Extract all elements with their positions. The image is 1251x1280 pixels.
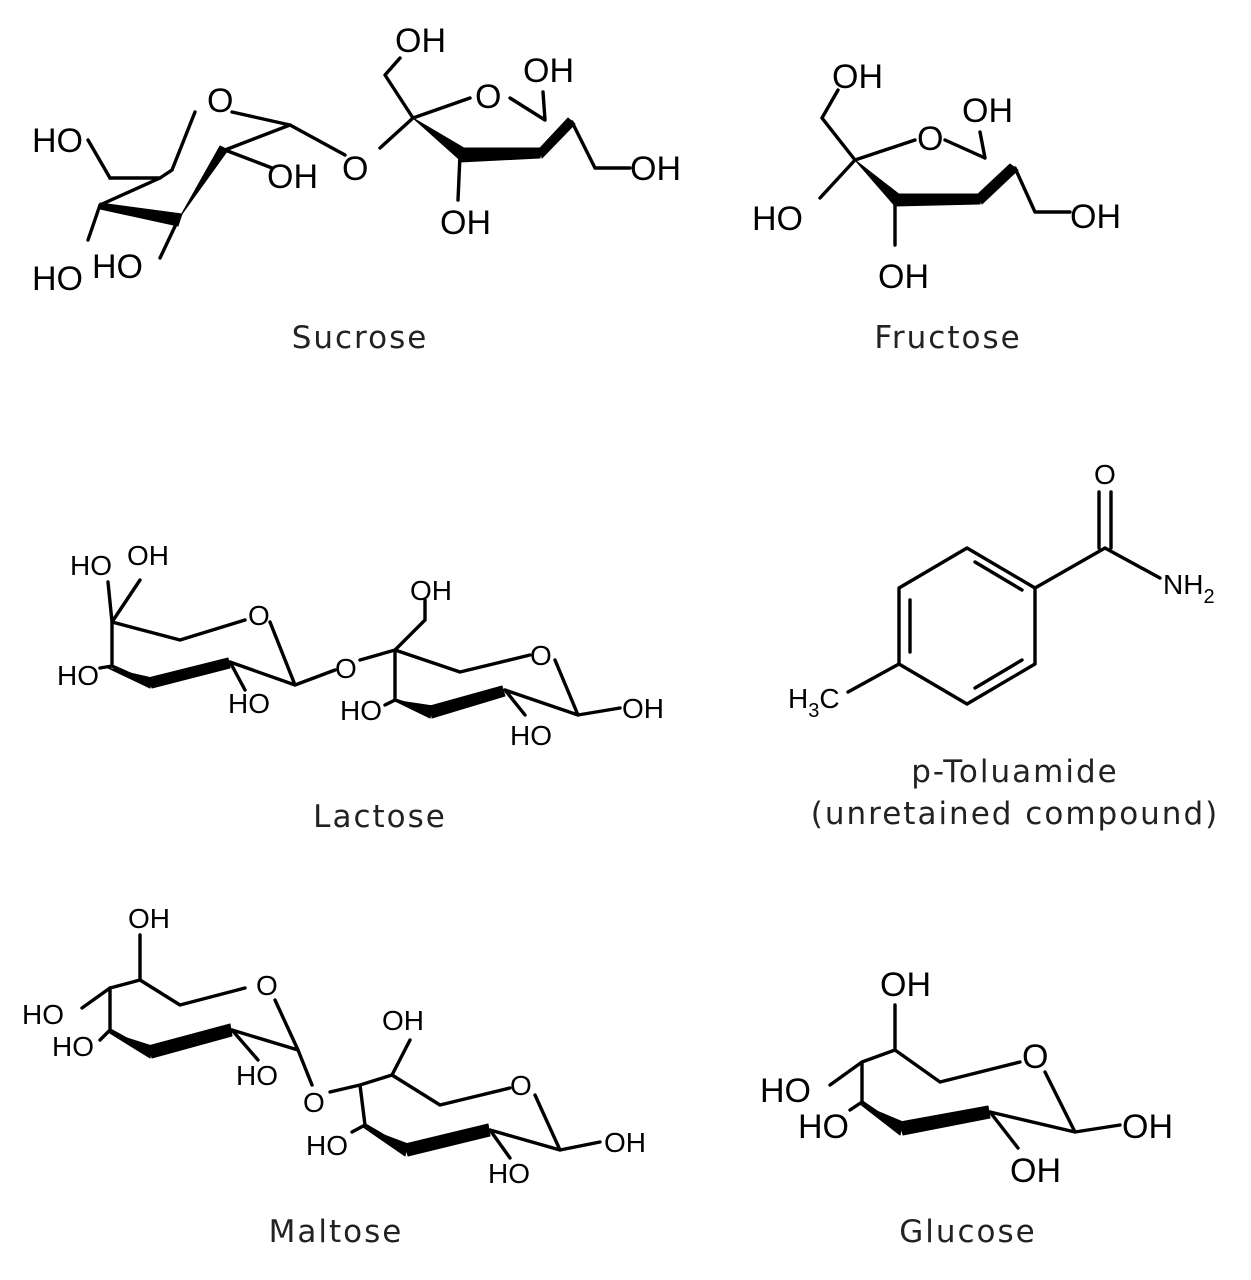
maltose-caption: Maltose	[269, 1214, 404, 1250]
maltose-oh-label-3: OH	[604, 1127, 646, 1158]
maltose-wedge-3	[362, 1126, 409, 1157]
lactose-wedge-1	[107, 667, 153, 689]
fructose-wedge-1	[854, 159, 901, 207]
lactose-oh-label-3: OH	[622, 693, 664, 724]
lactose-ring-oxygen-2: O	[530, 640, 552, 671]
lactose-ho-label-5: HO	[510, 720, 552, 751]
p-toluamide-caption: p-Toluamide	[911, 754, 1118, 790]
maltose-ring-oxygen-2: O	[510, 1070, 532, 1101]
toluamide-amine: NH2	[1163, 569, 1215, 608]
glucose-caption: Glucose	[899, 1214, 1037, 1250]
fructose-oh-label-4: OH	[878, 258, 929, 296]
lactose-wedge-3	[429, 685, 506, 719]
sucrose-oh-label-5: OH	[440, 204, 491, 242]
toluamide-substituent-bonds	[846, 490, 1162, 694]
lactose-glucose-bonds	[358, 598, 622, 717]
fructose-oh-label-3: OH	[1070, 198, 1121, 236]
glucose-ho-label-1: HO	[760, 1072, 811, 1110]
lactose-ho-label-2: HO	[57, 660, 99, 691]
lactose-glycosidic-oxygen: O	[335, 653, 357, 684]
lactose-oh-label-1: OH	[127, 540, 169, 571]
sucrose-oh-label-2: OH	[395, 22, 446, 60]
maltose-wedge-4	[404, 1123, 491, 1157]
toluamide-benzene-ring	[897, 546, 1037, 706]
fructose-structure: OH O OH HO OH OH Fructose	[752, 58, 1121, 356]
sucrose-oh-label-3: OH	[523, 52, 574, 90]
sucrose-structure: O HO OH O HO HO OH O OH OH OH Sucrose	[32, 22, 681, 356]
lactose-ring-oxygen-1: O	[248, 600, 270, 631]
fructose-wedge-3	[977, 163, 1019, 205]
glucose-oh-label-2: OH	[1122, 1108, 1173, 1146]
sucrose-ch2oh-bond	[86, 138, 112, 180]
sucrose-caption: Sucrose	[292, 320, 429, 356]
sucrose-ho-label-3: HO	[92, 248, 143, 286]
lactose-galactose-bonds	[98, 578, 337, 692]
sucrose-fructose-ring-bonds	[383, 56, 632, 202]
sucrose-oh-label-4: OH	[630, 150, 681, 188]
sucrose-ring-wedge-2	[175, 145, 229, 225]
sucrose-furanose-oxygen: O	[475, 78, 501, 116]
maltose-ho-label-3: HO	[236, 1060, 278, 1091]
fructose-ring-oxygen: O	[917, 120, 943, 158]
toluamide-aromatic-double-bonds	[908, 560, 1024, 690]
maltose-oh-label-2: OH	[382, 1005, 424, 1036]
glucose-oh-label-1: OH	[880, 966, 931, 1004]
lactose-ho-label-3: HO	[228, 688, 270, 719]
maltose-ho-label-1: HO	[22, 999, 64, 1030]
maltose-glycosidic-oxygen: O	[303, 1087, 325, 1118]
sucrose-fructose-wedge-3	[539, 117, 576, 159]
lactose-wedge-4	[392, 699, 434, 719]
sucrose-ring-wedge-1	[99, 202, 183, 227]
fructose-caption: Fructose	[874, 320, 1021, 356]
lactose-caption: Lactose	[313, 799, 447, 835]
sucrose-glucose-ring-bonds	[86, 110, 292, 260]
glucose-oh-label-3: OH	[1010, 1152, 1061, 1190]
maltose-wedge-1	[107, 1031, 153, 1059]
maltose-oh-label-1: OH	[128, 903, 170, 934]
fructose-oh-label-2: OH	[962, 92, 1013, 130]
toluamide-carbonyl-oxygen: O	[1094, 459, 1116, 490]
toluamide-methyl: H3C	[788, 683, 840, 722]
glucose-structure: OH O HO HO OH OH Glucose	[760, 966, 1173, 1250]
fructose-wedge-2	[894, 193, 983, 207]
maltose-ho-label-5: HO	[488, 1158, 530, 1189]
sucrose-glycosidic-bonds	[223, 116, 415, 170]
glucose-ho-label-2: HO	[798, 1108, 849, 1146]
p-toluamide-note: (unretained compound)	[811, 796, 1219, 832]
fructose-ho-label: HO	[752, 200, 803, 238]
sucrose-ho-label-2: HO	[32, 260, 83, 298]
maltose-ring-oxygen-1: O	[256, 970, 278, 1001]
fructose-ring-bonds	[818, 88, 1072, 247]
sucrose-glycosidic-oxygen: O	[342, 150, 368, 188]
glucose-wedge-1	[859, 1103, 904, 1136]
maltose-glucose-ring-2-bonds	[328, 1038, 602, 1160]
maltose-structure: OH O HO HO HO O OH O HO HO OH Maltose	[22, 903, 646, 1250]
fructose-oh-label-1: OH	[832, 58, 883, 96]
lactose-wedge-2	[147, 657, 231, 689]
sucrose-fructose-wedge-2	[459, 147, 543, 163]
maltose-ho-label-2: HO	[52, 1031, 94, 1062]
sucrose-ho-label-1: HO	[32, 122, 83, 160]
sucrose-fructose-wedge-1	[412, 117, 465, 161]
lactose-ho-label-4: HO	[340, 695, 382, 726]
glucose-ring-bonds	[828, 1003, 1122, 1150]
maltose-glucose-ring-1-bonds	[80, 933, 314, 1087]
glucose-wedge-2	[899, 1105, 991, 1136]
lactose-structure: HO OH O HO HO O OH O HO HO OH Lactose	[57, 540, 664, 835]
lactose-oh-label-2: OH	[410, 575, 452, 606]
glucose-ring-oxygen: O	[1022, 1038, 1048, 1076]
p-toluamide-structure: O NH2 H3C p-Toluamide (unretained compou…	[788, 459, 1219, 832]
maltose-wedge-2	[147, 1023, 233, 1059]
lactose-ho-label-1: HO	[70, 550, 112, 581]
sucrose-ring-oxygen: O	[207, 82, 233, 120]
maltose-ho-label-4: HO	[306, 1130, 348, 1161]
sucrose-oh-label-1: OH	[267, 158, 318, 196]
